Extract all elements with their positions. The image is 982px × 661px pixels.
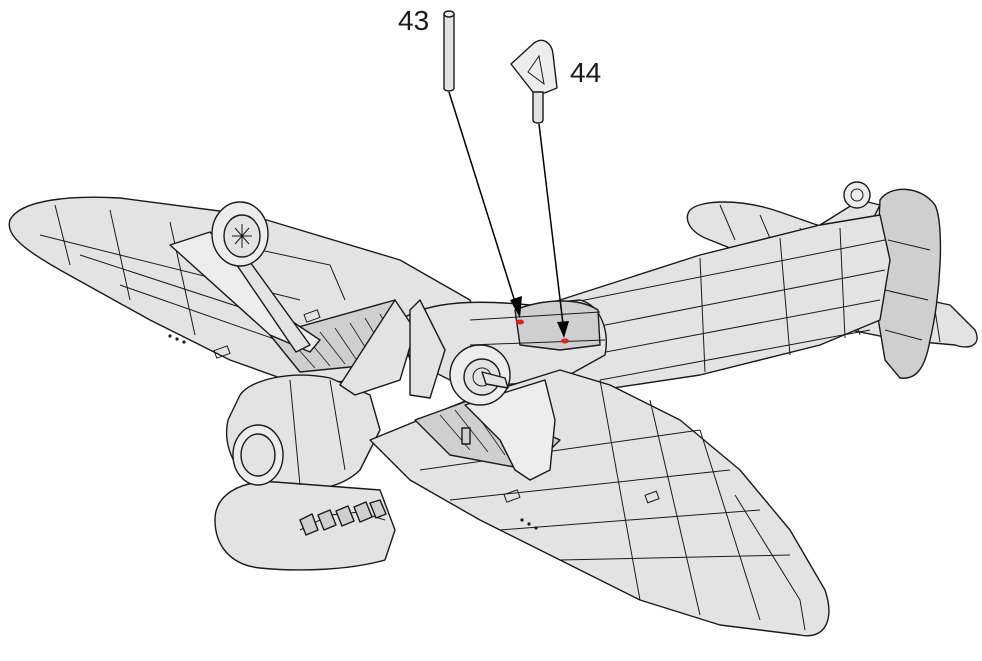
part-label-43: 43 [398,5,429,36]
left-main-gear [169,201,321,353]
pin-mounting-hole [516,319,524,325]
left-nacelle [214,374,396,571]
tail-fin [874,188,942,379]
part-label-44: 44 [570,57,601,88]
right-wing [369,369,830,637]
leader-line-43 [448,91,522,318]
leader-line-44 [538,123,569,338]
antenna-mast-part [510,39,558,124]
pin-part [443,10,455,92]
right-main-gear [409,299,556,481]
mast-mounting-hole [561,338,569,344]
